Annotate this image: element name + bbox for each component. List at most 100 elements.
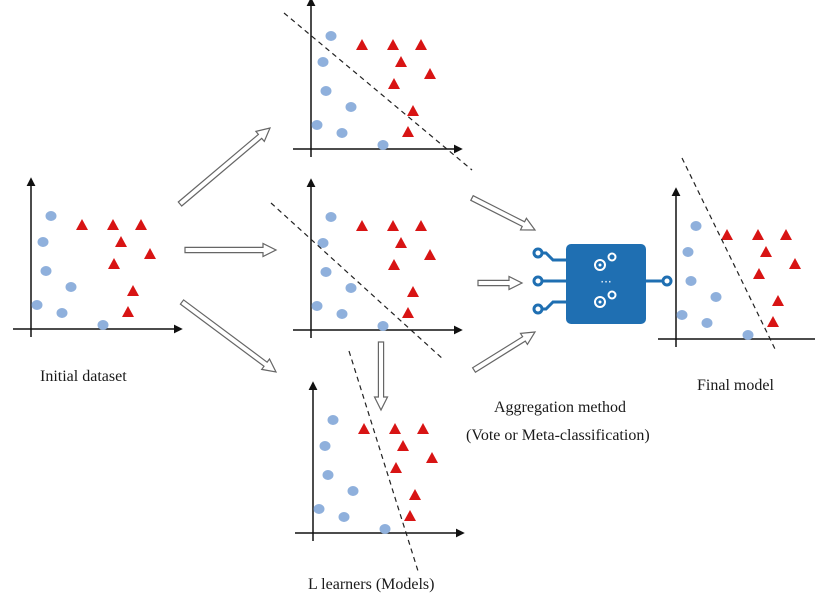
class-circle-point: [65, 282, 77, 292]
class-triangle-point: [358, 423, 370, 434]
decision-boundary: [348, 350, 419, 572]
class-triangle-point: [424, 249, 436, 260]
class-triangle-point: [767, 316, 779, 327]
class-triangle-point: [721, 229, 733, 240]
flow-arrows: [177, 127, 537, 412]
class-circle-point: [345, 102, 357, 112]
class-circle-point: [320, 86, 332, 96]
class-triangle-point: [426, 452, 438, 463]
class-triangle-point: [424, 68, 436, 79]
class-triangle-point: [753, 268, 765, 279]
class-triangle-point: [409, 489, 421, 500]
class-triangle-point: [752, 229, 764, 240]
class-triangle-point: [415, 39, 427, 50]
class-triangle-point: [388, 259, 400, 270]
class-triangle-point: [135, 219, 147, 230]
flow-arrow: [373, 341, 389, 412]
plot-learner-2: [270, 178, 463, 361]
class-circle-point: [336, 309, 348, 319]
class-triangle-point: [389, 423, 401, 434]
class-circle-point: [31, 300, 43, 310]
class-triangle-point: [780, 229, 792, 240]
class-circle-point: [322, 470, 334, 480]
class-circle-point: [347, 486, 359, 496]
class-triangle-point: [760, 246, 772, 257]
flow-arrow: [477, 275, 524, 291]
class-triangle-point: [789, 258, 801, 269]
class-triangle-point: [772, 295, 784, 306]
class-triangle-point: [395, 56, 407, 67]
label-final-model: Final model: [697, 377, 774, 394]
class-circle-point: [682, 247, 694, 257]
decision-boundary: [681, 157, 776, 350]
class-circle-point: [325, 31, 337, 41]
chip-dots: ···: [600, 275, 611, 289]
class-triangle-point: [415, 220, 427, 231]
plot-final-model: [658, 157, 815, 350]
class-triangle-point: [356, 220, 368, 231]
class-triangle-point: [417, 423, 429, 434]
class-triangle-point: [387, 220, 399, 231]
class-circle-point: [311, 301, 323, 311]
class-triangle-point: [402, 307, 414, 318]
class-circle-point: [325, 212, 337, 222]
class-circle-point: [311, 120, 323, 130]
class-triangle-point: [115, 236, 127, 247]
class-circle-point: [40, 266, 52, 276]
class-circle-point: [37, 237, 49, 247]
class-circle-point: [56, 308, 68, 318]
class-circle-point: [701, 318, 713, 328]
class-circle-point: [742, 330, 754, 340]
label-aggregation-subtitle: (Vote or Meta-classification): [466, 427, 650, 444]
class-circle-point: [317, 238, 329, 248]
class-circle-point: [317, 57, 329, 67]
flow-arrow: [177, 127, 272, 207]
class-triangle-point: [76, 219, 88, 230]
class-circle-point: [377, 140, 389, 150]
class-circle-point: [685, 276, 697, 286]
class-triangle-point: [108, 258, 120, 269]
class-triangle-point: [144, 248, 156, 259]
integrated-circuit-gears-icon: ···: [532, 244, 673, 324]
class-circle-point: [336, 128, 348, 138]
flow-arrow: [471, 331, 537, 374]
decision-boundary: [270, 202, 445, 361]
class-triangle-point: [407, 105, 419, 116]
class-circle-point: [97, 320, 109, 330]
class-triangle-point: [404, 510, 416, 521]
plot-learner-3: [295, 350, 465, 572]
class-triangle-point: [122, 306, 134, 317]
class-circle-point: [319, 441, 331, 451]
class-circle-point: [313, 504, 325, 514]
class-triangle-point: [127, 285, 139, 296]
flow-arrow: [179, 299, 278, 373]
label-aggregation-method: Aggregation method: [494, 399, 626, 416]
class-triangle-point: [397, 440, 409, 451]
class-circle-point: [338, 512, 350, 522]
label-initial-dataset: Initial dataset: [40, 368, 127, 385]
class-circle-point: [377, 321, 389, 331]
class-triangle-point: [390, 462, 402, 473]
class-triangle-point: [387, 39, 399, 50]
class-triangle-point: [407, 286, 419, 297]
class-triangle-point: [356, 39, 368, 50]
class-triangle-point: [107, 219, 119, 230]
class-circle-point: [327, 415, 339, 425]
class-circle-point: [710, 292, 722, 302]
flow-arrow: [184, 242, 278, 258]
plot-learner-1: [283, 0, 473, 171]
flow-arrow: [469, 194, 537, 231]
class-circle-point: [379, 524, 391, 534]
class-circle-point: [345, 283, 357, 293]
class-circle-point: [320, 267, 332, 277]
decision-boundary: [283, 12, 473, 171]
class-triangle-point: [395, 237, 407, 248]
class-circle-point: [690, 221, 702, 231]
class-triangle-point: [402, 126, 414, 137]
label-learners: L learners (Models): [308, 576, 434, 593]
class-circle-point: [45, 211, 57, 221]
plot-initial-dataset: [13, 177, 183, 337]
class-circle-point: [676, 310, 688, 320]
class-triangle-point: [388, 78, 400, 89]
